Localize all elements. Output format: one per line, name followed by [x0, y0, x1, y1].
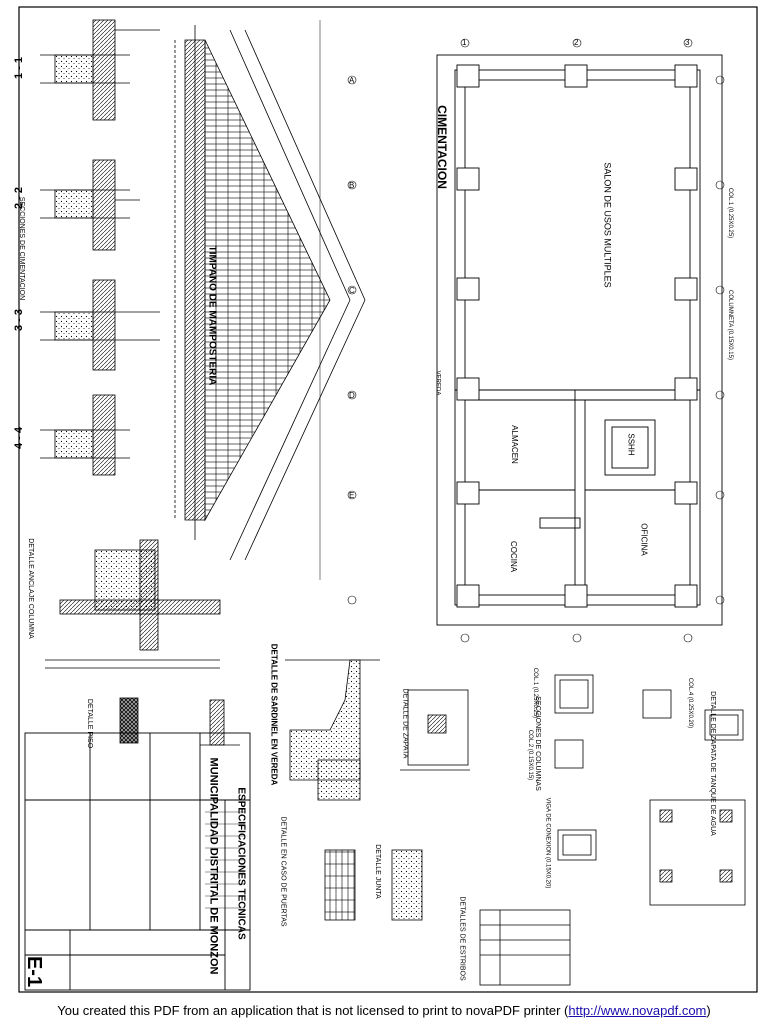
section-1-label: 1 - 1: [13, 56, 26, 80]
stirrup-caption: DETALLES DE ESTRIBOS: [458, 896, 466, 981]
stirrup-detail: [479, 909, 571, 986]
col2-section-label: COL.2 (0.15X0.15): [527, 729, 534, 781]
structural-drawing: [18, 6, 758, 993]
col4-section-label: COL.4 (0.25X0.20): [687, 677, 694, 729]
room-salon: SALON DE USOS MULTIPLES: [602, 162, 613, 288]
foundation-sections: [40, 19, 160, 476]
sheet-code: E-1: [23, 955, 46, 988]
sardinel-detail: [285, 659, 380, 801]
gable-title: TIMPANO DE MAMPOSTERIA: [206, 245, 218, 386]
columneta-label: COLUMNETA (0.15X0.15): [726, 290, 733, 360]
axis-letter-e: E: [349, 491, 355, 500]
axis-letter-a: A: [349, 76, 355, 85]
tank-footing: [649, 799, 746, 906]
col1-section-label: COL.1 (0.25X0.25): [532, 667, 539, 719]
room-cocina: COCINA: [509, 540, 519, 573]
axis-letter-c: C: [349, 286, 355, 295]
joint-caption: DETALLE JUNTA: [373, 844, 381, 899]
anchor-caption: DETALLE ANCLAJE COLUMNA: [26, 538, 34, 639]
axis-number-1: 1: [462, 38, 467, 47]
tank-caption: DETALLE DE ZAPATA DE TANQUE DE AGUA: [708, 691, 716, 836]
drawing-sheet: CIMENTACION TIMPANO DE MAMPOSTERIA 1 - 1…: [13, 6, 758, 993]
section-3-label: 3 - 3: [13, 308, 26, 332]
door-caption: DETALLE EN CASO DE PUERTAS: [279, 816, 287, 927]
section-4-label: 4 - 4: [13, 426, 26, 450]
title-block: [24, 732, 251, 991]
sections-caption: SECCIONES DE CIMENTACION: [18, 196, 26, 301]
anchor-detail: [45, 539, 221, 669]
zapata-detail: [400, 689, 470, 771]
floor-detail: [119, 697, 240, 746]
novapdf-link[interactable]: http://www.novapdf.com: [568, 1003, 707, 1018]
plan-title: CIMENTACION: [434, 105, 449, 189]
viga-label: VIGA DE CONEXION (0.15X0.20): [544, 797, 551, 889]
gable-wall: [174, 20, 366, 580]
axis-letter-d: D: [349, 391, 355, 400]
foundation-plan: [347, 38, 725, 643]
col1-label: COL.1 (0.25X0.25): [727, 187, 734, 239]
pdf-footer-notice: You created this PDF from an application…: [0, 1003, 768, 1018]
axis-letter-b: B: [349, 181, 355, 190]
joint-detail: [324, 849, 423, 921]
room-sshh: SSHH: [626, 433, 636, 456]
floor-caption: DETALLE PISO: [86, 698, 94, 749]
column-sections: [554, 674, 744, 861]
room-oficina: OFICINA: [639, 523, 649, 556]
footer-close: ): [706, 1003, 711, 1018]
specs-title: ESPECIFICACIONES TECNICAS: [235, 787, 247, 940]
axis-number-3: 3: [685, 38, 690, 47]
sardinel-caption: DETALLE DE SARDINEL EN VEREDA: [269, 643, 279, 786]
zapata-caption: DETALLE DE ZAPATA: [401, 688, 409, 759]
axis-number-2: 2: [574, 38, 579, 47]
footer-text: You created this PDF from an application…: [57, 1003, 569, 1018]
municipality-title: MUNICIPALIDAD DISTRITAL DE MONZON: [207, 757, 220, 975]
room-almacen: ALMACEN: [509, 425, 519, 464]
vereda-label: VEREDA: [434, 370, 441, 396]
